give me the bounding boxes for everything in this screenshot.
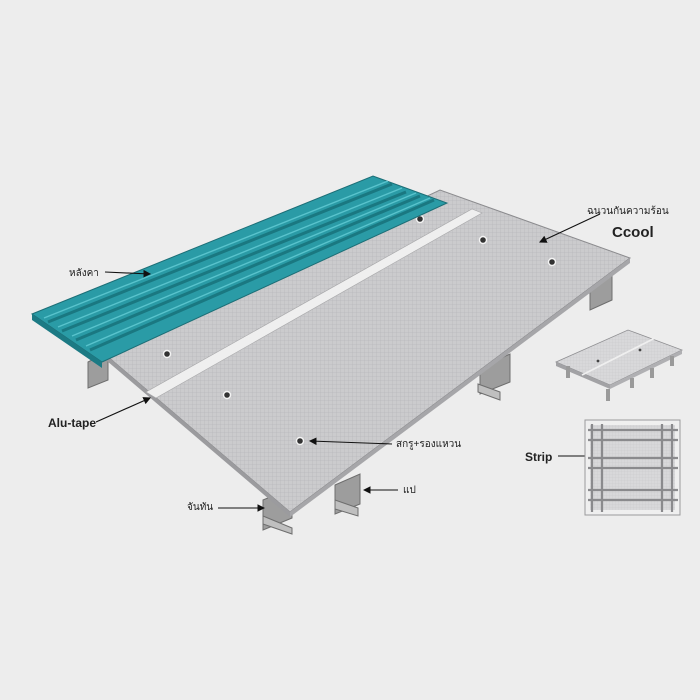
arrow-roof xyxy=(104,269,152,278)
screw xyxy=(162,349,172,359)
label-brand: Ccool xyxy=(612,224,654,241)
screw xyxy=(222,390,232,400)
arrow-alu-tape xyxy=(95,397,152,423)
inset-isometric xyxy=(554,329,684,401)
screw xyxy=(478,235,488,245)
label-alu-tape: Alu-tape xyxy=(48,416,96,430)
label-strip: Strip xyxy=(525,450,553,464)
roof-sheet xyxy=(30,175,449,368)
screw-group xyxy=(162,214,557,446)
label-purlin: แป xyxy=(403,485,416,496)
label-roof-sheet: หลังคา xyxy=(69,268,99,279)
screw xyxy=(547,257,557,267)
inset-strip-plan xyxy=(584,419,681,516)
arrow-screw xyxy=(308,437,393,446)
screw xyxy=(295,436,305,446)
purlin-front xyxy=(334,473,361,517)
insulation-sheet-edge-right xyxy=(290,258,630,517)
label-bracket: จันทัน xyxy=(187,502,214,513)
arrow-insulation xyxy=(539,213,601,243)
label-insulation: ฉนวนกันความร้อน xyxy=(587,206,669,217)
alu-tape-seam xyxy=(145,208,483,399)
label-screw-washer: สกรู+รองแหวน xyxy=(396,439,462,450)
